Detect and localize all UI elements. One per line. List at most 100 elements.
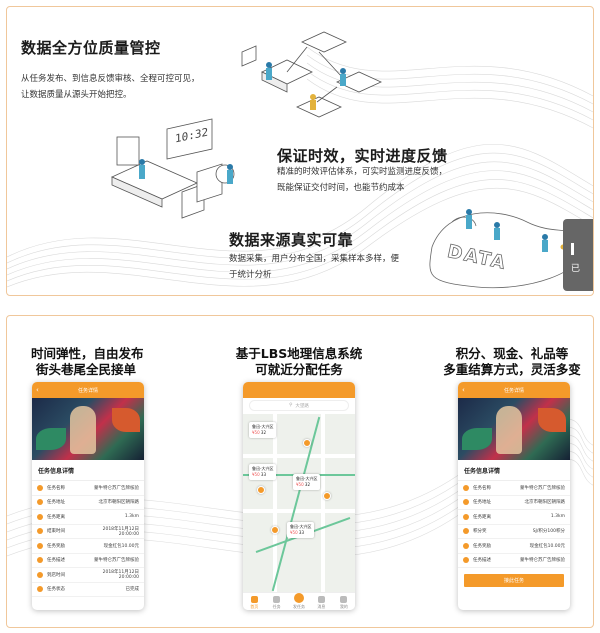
info-value: 已完成 bbox=[125, 587, 140, 593]
profile-icon bbox=[340, 596, 348, 603]
info-label: 积分奖 bbox=[473, 529, 487, 535]
map-card-reward: ¥50 bbox=[252, 430, 260, 435]
map-card-count: 33 bbox=[260, 472, 267, 477]
info-row: 任务地址北京市朝阳区朝阳路 bbox=[32, 496, 144, 510]
phone3-header-title: 任务详情 bbox=[503, 387, 524, 394]
info-icon bbox=[37, 528, 43, 535]
block3-desc: 数据采集，用户分布全国，采集样本多样，便 于统计分析 bbox=[229, 251, 399, 283]
info-value: 2018年11月12日 20:00:00 bbox=[102, 570, 139, 581]
info-value: 蒙牛特仑苏广告牌核验 bbox=[94, 558, 139, 564]
map-card-title: 鲁迅-大兴区 bbox=[252, 424, 274, 429]
info-label: 任务名称 bbox=[47, 485, 65, 491]
map-task-card[interactable]: 鲁迅-大兴区¥50 32 bbox=[293, 474, 321, 490]
info-label: 任务状态 bbox=[47, 587, 65, 593]
feature2-line2: 可就近分配任务 bbox=[255, 362, 343, 377]
info-label: 任务奖励 bbox=[473, 543, 491, 549]
info-value: 北京市朝阳区朝阳路 bbox=[98, 500, 140, 506]
info-label: 任务奖励 bbox=[47, 543, 65, 549]
task-banner-image bbox=[458, 398, 570, 460]
info-icon bbox=[463, 557, 469, 564]
wave-background bbox=[7, 31, 593, 289]
info-label: 任务名称 bbox=[473, 485, 491, 491]
map-task-card[interactable]: 鲁迅-大兴区¥50 33 bbox=[287, 522, 315, 538]
search-icon: ⚲ bbox=[289, 403, 293, 408]
task-banner-image bbox=[32, 398, 144, 460]
map-pin-icon[interactable] bbox=[257, 486, 265, 494]
info-label: 任务距离 bbox=[473, 514, 491, 520]
clock-illustration bbox=[111, 118, 235, 219]
feature-panel-top: 数据全方位质量管控 从任务发布、到信息反馈审核、全程可控可见， 让数据质量从源头… bbox=[6, 6, 594, 296]
map-card-count: 32 bbox=[260, 430, 267, 435]
map-pin-icon[interactable] bbox=[271, 526, 279, 534]
block2-title: 保证时效，实时进度反馈 bbox=[277, 147, 448, 165]
phone2-tab-bar: 首页任务发任务消息 我的 bbox=[243, 592, 355, 610]
map-card-reward: ¥50 bbox=[290, 530, 298, 535]
accept-task-button[interactable]: 接此任务 bbox=[464, 574, 564, 587]
back-icon[interactable]: ‹ bbox=[36, 386, 39, 394]
info-label: 任务描述 bbox=[473, 558, 491, 564]
info-value: 现金红包10.00元 bbox=[103, 543, 139, 549]
map-card-meta: ¥50 33 bbox=[252, 472, 273, 478]
map-task-card[interactable]: 鲁迅-大兴区¥50 32 bbox=[249, 422, 277, 438]
tab-item[interactable]: 我的 bbox=[333, 593, 355, 610]
map-card-title: 鲁迅-大兴区 bbox=[290, 524, 312, 529]
back-icon[interactable]: ‹ bbox=[462, 386, 465, 394]
info-icon bbox=[37, 499, 43, 506]
workflow-illustration bbox=[241, 31, 382, 118]
feature2-line1: 基于LBS地理信息系统 bbox=[235, 346, 363, 361]
info-icon bbox=[37, 513, 43, 520]
info-icon bbox=[463, 499, 469, 506]
tab-label: 消息 bbox=[317, 604, 326, 609]
info-label: 到店时间 bbox=[47, 572, 65, 578]
side-tab[interactable]: 已 bbox=[563, 219, 593, 291]
info-value: 2018年11月12日 20:00:00 bbox=[102, 526, 139, 537]
block1-desc-line2: 让数据质量从源头开始把控。 bbox=[21, 90, 132, 100]
block3-desc-line1: 数据采集，用户分布全国，采集样本多样，便 bbox=[229, 254, 400, 264]
map-card-meta: ¥50 32 bbox=[252, 430, 273, 436]
info-row: 任务地址北京市朝阳区朝阳路 bbox=[458, 496, 570, 510]
tab-item[interactable]: 消息 bbox=[310, 593, 332, 610]
map-card-title: 鲁迅-大兴区 bbox=[252, 466, 274, 471]
home-icon bbox=[250, 596, 258, 603]
info-row: 任务描述蒙牛特仑苏广告牌核验 bbox=[32, 554, 144, 568]
info-value: 1.3km bbox=[550, 514, 565, 520]
feature3-line1: 积分、现金、礼品等 bbox=[455, 346, 569, 361]
block1-title: 数据全方位质量管控 bbox=[21, 39, 161, 57]
feature3-heading: 积分、现金、礼品等 多重结算方式，灵活多变 bbox=[437, 346, 587, 378]
info-row: 结束时间 2018年11月12日 20:00:00 bbox=[32, 525, 144, 539]
tab-label: 我的 bbox=[339, 604, 348, 609]
message-icon bbox=[317, 596, 325, 603]
map-task-card[interactable]: 鲁迅-大兴区¥50 33 bbox=[249, 464, 277, 480]
map-pin-icon[interactable] bbox=[303, 439, 311, 447]
info-icon bbox=[463, 528, 469, 535]
block1-desc: 从任务发布、到信息反馈审核、全程可控可见， 让数据质量从源头开始把控。 bbox=[21, 71, 200, 103]
phone1-header: ‹ 任务详情 bbox=[32, 382, 144, 398]
block2-desc-line2: 既能保证交付时间，也能节约成本 bbox=[277, 183, 405, 193]
info-row: 任务名称蒙牛特仑苏广告牌核验 bbox=[458, 481, 570, 496]
map-card-count: 33 bbox=[298, 530, 305, 535]
info-value: 现金红包10.00元 bbox=[529, 543, 565, 549]
map-card-reward: ¥50 bbox=[296, 482, 304, 487]
tab-item[interactable]: 首页 bbox=[243, 593, 265, 610]
map-search-input[interactable]: ⚲ 大望路 bbox=[249, 400, 349, 411]
phone-task-detail: ‹ 任务详情 任务信息详情 任务名称蒙牛特仑苏广告牌核验任务地址北京市朝阳区朝阳… bbox=[32, 382, 144, 610]
map-pin-icon[interactable] bbox=[323, 492, 331, 500]
tab-item[interactable]: 发任务 bbox=[288, 593, 310, 610]
info-value: SJ/积分100积分 bbox=[532, 529, 565, 535]
map-card-title: 鲁迅-大兴区 bbox=[296, 476, 318, 481]
map-card-count: 32 bbox=[304, 482, 311, 487]
side-tab-label: 已 bbox=[571, 264, 581, 274]
info-icon bbox=[37, 542, 43, 549]
info-icon bbox=[463, 484, 469, 491]
block2-desc: 精准的时效评估体系，可实时监测进度反馈， 既能保证交付时间，也能节约成本 bbox=[277, 164, 447, 196]
info-label: 结束时间 bbox=[47, 529, 65, 535]
info-icon bbox=[463, 513, 469, 520]
feature-panel-bottom: 时间弹性，自由发布 街头巷尾全民接单 基于LBS地理信息系统 可就近分配任务 积… bbox=[6, 315, 594, 628]
map-card-reward: ¥50 bbox=[252, 472, 260, 477]
feature2-heading: 基于LBS地理信息系统 可就近分配任务 bbox=[229, 346, 369, 378]
tab-item[interactable]: 任务 bbox=[265, 593, 287, 610]
info-row: 任务名称蒙牛特仑苏广告牌核验 bbox=[32, 481, 144, 496]
